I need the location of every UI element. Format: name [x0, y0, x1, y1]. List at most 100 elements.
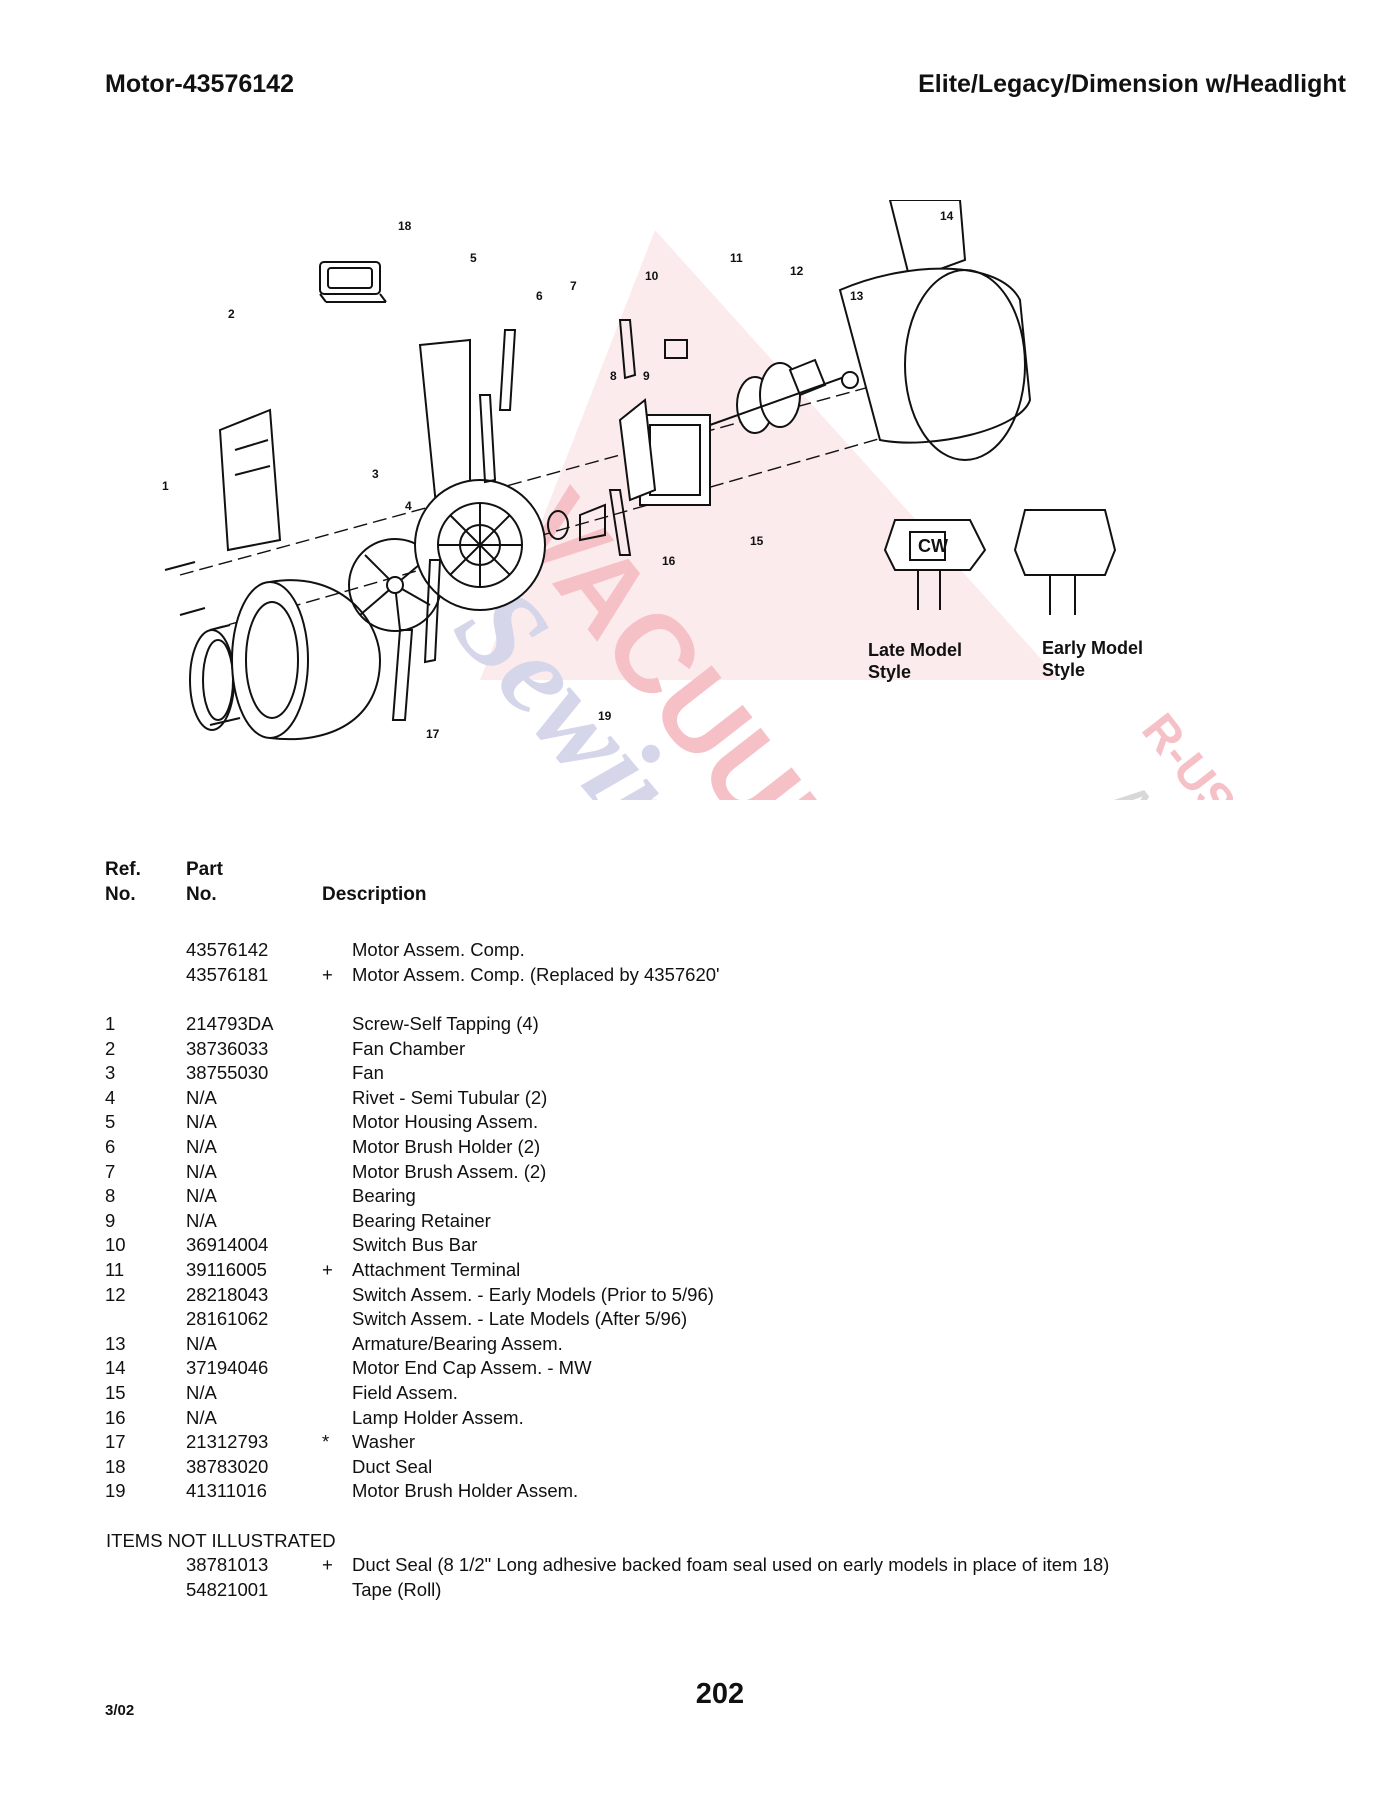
callout-9: 9 [643, 369, 650, 383]
early-model-caption-line2: Style [1042, 660, 1085, 680]
note-mark-cell: + [322, 1554, 333, 1575]
watermark: VACUUMS Sewing too R-US AND [430, 230, 1245, 800]
part-no-cell: N/A [186, 1382, 217, 1403]
description-cell: Screw-Self Tapping (4) [352, 1013, 539, 1034]
note-mark-cell: * [322, 1431, 330, 1453]
callout-11: 11 [730, 251, 743, 265]
part-no-cell: 37194046 [186, 1357, 269, 1379]
callout-15: 15 [750, 534, 764, 548]
description-cell: Duct Seal [352, 1455, 433, 1477]
description-cell: Rivet - Semi Tubular (2) [352, 1086, 548, 1108]
description-cell: Motor Brush Holder (2) [352, 1136, 541, 1157]
description-cell: Motor Brush Assem. (2) [352, 1160, 547, 1182]
ref-no-cell: 14 [105, 1357, 126, 1379]
screw-part [209, 624, 231, 631]
callout-3: 3 [372, 467, 379, 481]
callout-18: 18 [398, 219, 412, 233]
description-cell: Switch Assem. - Early Models (Prior to 5… [352, 1283, 714, 1305]
motor-housing-part [414, 338, 546, 611]
callout-7: 7 [570, 279, 577, 293]
description-cell: Motor Housing Assem. [352, 1111, 539, 1133]
callout-13: 13 [850, 289, 864, 303]
bearing-part [547, 510, 569, 540]
exploded-motor-diagram: VACUUMS Sewing too R-US AND [162, 200, 1245, 800]
switch-logo: CW [918, 536, 948, 556]
part-no-cell: N/A [186, 1111, 217, 1133]
late-model-caption-line1: Late Model [868, 640, 962, 660]
description-cell: Switch Assem. - Late Models (After 5/96) [352, 1308, 688, 1330]
description-cell: Motor Brush Holder Assem. [352, 1480, 579, 1502]
description-cell: Fan [352, 1062, 384, 1084]
brush-lower-part [391, 629, 414, 721]
duct-seal-part [319, 261, 387, 303]
part-no-cell: 38755030 [186, 1062, 269, 1084]
end-cap-part [838, 200, 1032, 461]
ref-no-cell: 9 [105, 1209, 116, 1231]
description-cell: Bearing [352, 1185, 416, 1207]
ref-no-cell: 13 [105, 1332, 126, 1354]
part-no-cell: 41311016 [186, 1480, 267, 1502]
part-no-cell: N/A [186, 1160, 217, 1182]
part-no-cell: 21312793 [186, 1431, 269, 1453]
description-cell: Lamp Holder Assem. [352, 1406, 524, 1428]
not-illustrated-title: ITEMS NOT ILLUSTRATED [106, 1530, 336, 1551]
callout-19: 19 [598, 709, 612, 723]
part-no-cell: 214793DA [186, 1013, 274, 1034]
part-no-header: Part No. [186, 859, 223, 905]
part-no-cell: 43576142 [186, 939, 269, 960]
early-model-caption-line1: Early Model [1042, 638, 1143, 658]
bearing-retainer-part [579, 503, 606, 542]
part-no-cell: N/A [186, 1406, 217, 1428]
ref-no-cell: 3 [105, 1062, 116, 1084]
early-model-switch [1013, 509, 1117, 615]
description-cell: Tape (Roll) [352, 1578, 442, 1600]
part-no-cell: 38736033 [186, 1037, 269, 1059]
part-no-cell: N/A [186, 1086, 217, 1108]
late-model-caption-line2: Style [868, 662, 911, 682]
part-no-cell: 28161062 [186, 1308, 269, 1330]
field-assembly-part [618, 398, 711, 506]
revision-date: 3/02 [105, 1702, 135, 1719]
ref-no-header: Ref. No. [105, 859, 141, 905]
callout-2: 2 [228, 307, 235, 321]
part-no-cell: 54821001 [186, 1578, 269, 1600]
ring-part [189, 629, 235, 731]
switch-part [664, 339, 688, 359]
callout-5: 5 [470, 251, 477, 265]
description-cell: Field Assem. [352, 1382, 458, 1403]
late-model-switch [883, 519, 987, 610]
lamp-holder-part [608, 489, 632, 556]
callout-4: 4 [405, 499, 412, 513]
description-cell: Washer [352, 1431, 416, 1453]
page-number: 202 [695, 1678, 745, 1710]
ref-no-cell: 17 [105, 1431, 126, 1453]
brush-holder-lower-part [423, 559, 442, 664]
ref-no-cell: 19 [105, 1480, 126, 1502]
callout-6: 6 [536, 289, 543, 303]
part-no-cell: N/A [186, 1185, 217, 1207]
description-cell: Motor Assem. Comp. (Replaced by 4357620' [352, 963, 720, 985]
part-no-cell: 39116005 [186, 1259, 267, 1280]
ref-no-cell: 7 [105, 1160, 116, 1182]
description-header: Description [322, 884, 427, 905]
part-no-cell: 38783020 [186, 1455, 269, 1477]
callout-1: 1 [162, 479, 169, 493]
part-no-cell: N/A [186, 1209, 217, 1231]
ref-no-cell: 6 [105, 1136, 116, 1157]
ref-no-cell: 18 [105, 1455, 126, 1477]
screw-part [164, 561, 196, 571]
callout-14: 14 [940, 209, 954, 223]
callout-16: 16 [662, 554, 676, 568]
ref-no-cell: 10 [105, 1234, 126, 1256]
note-mark-cell: + [322, 963, 333, 985]
model-title: Elite/Legacy/Dimension w/Headlight [918, 70, 1346, 98]
armature-part [709, 358, 851, 434]
ref-no-cell: 4 [105, 1086, 116, 1108]
callout-17: 17 [426, 727, 440, 741]
part-no-cell: N/A [186, 1332, 217, 1354]
ref-no-cell: 11 [105, 1259, 125, 1280]
part-no-cell: N/A [186, 1136, 217, 1157]
screw-part [209, 717, 241, 726]
description-cell: Bearing Retainer [352, 1209, 491, 1231]
part-no-cell: 36914004 [186, 1234, 269, 1256]
